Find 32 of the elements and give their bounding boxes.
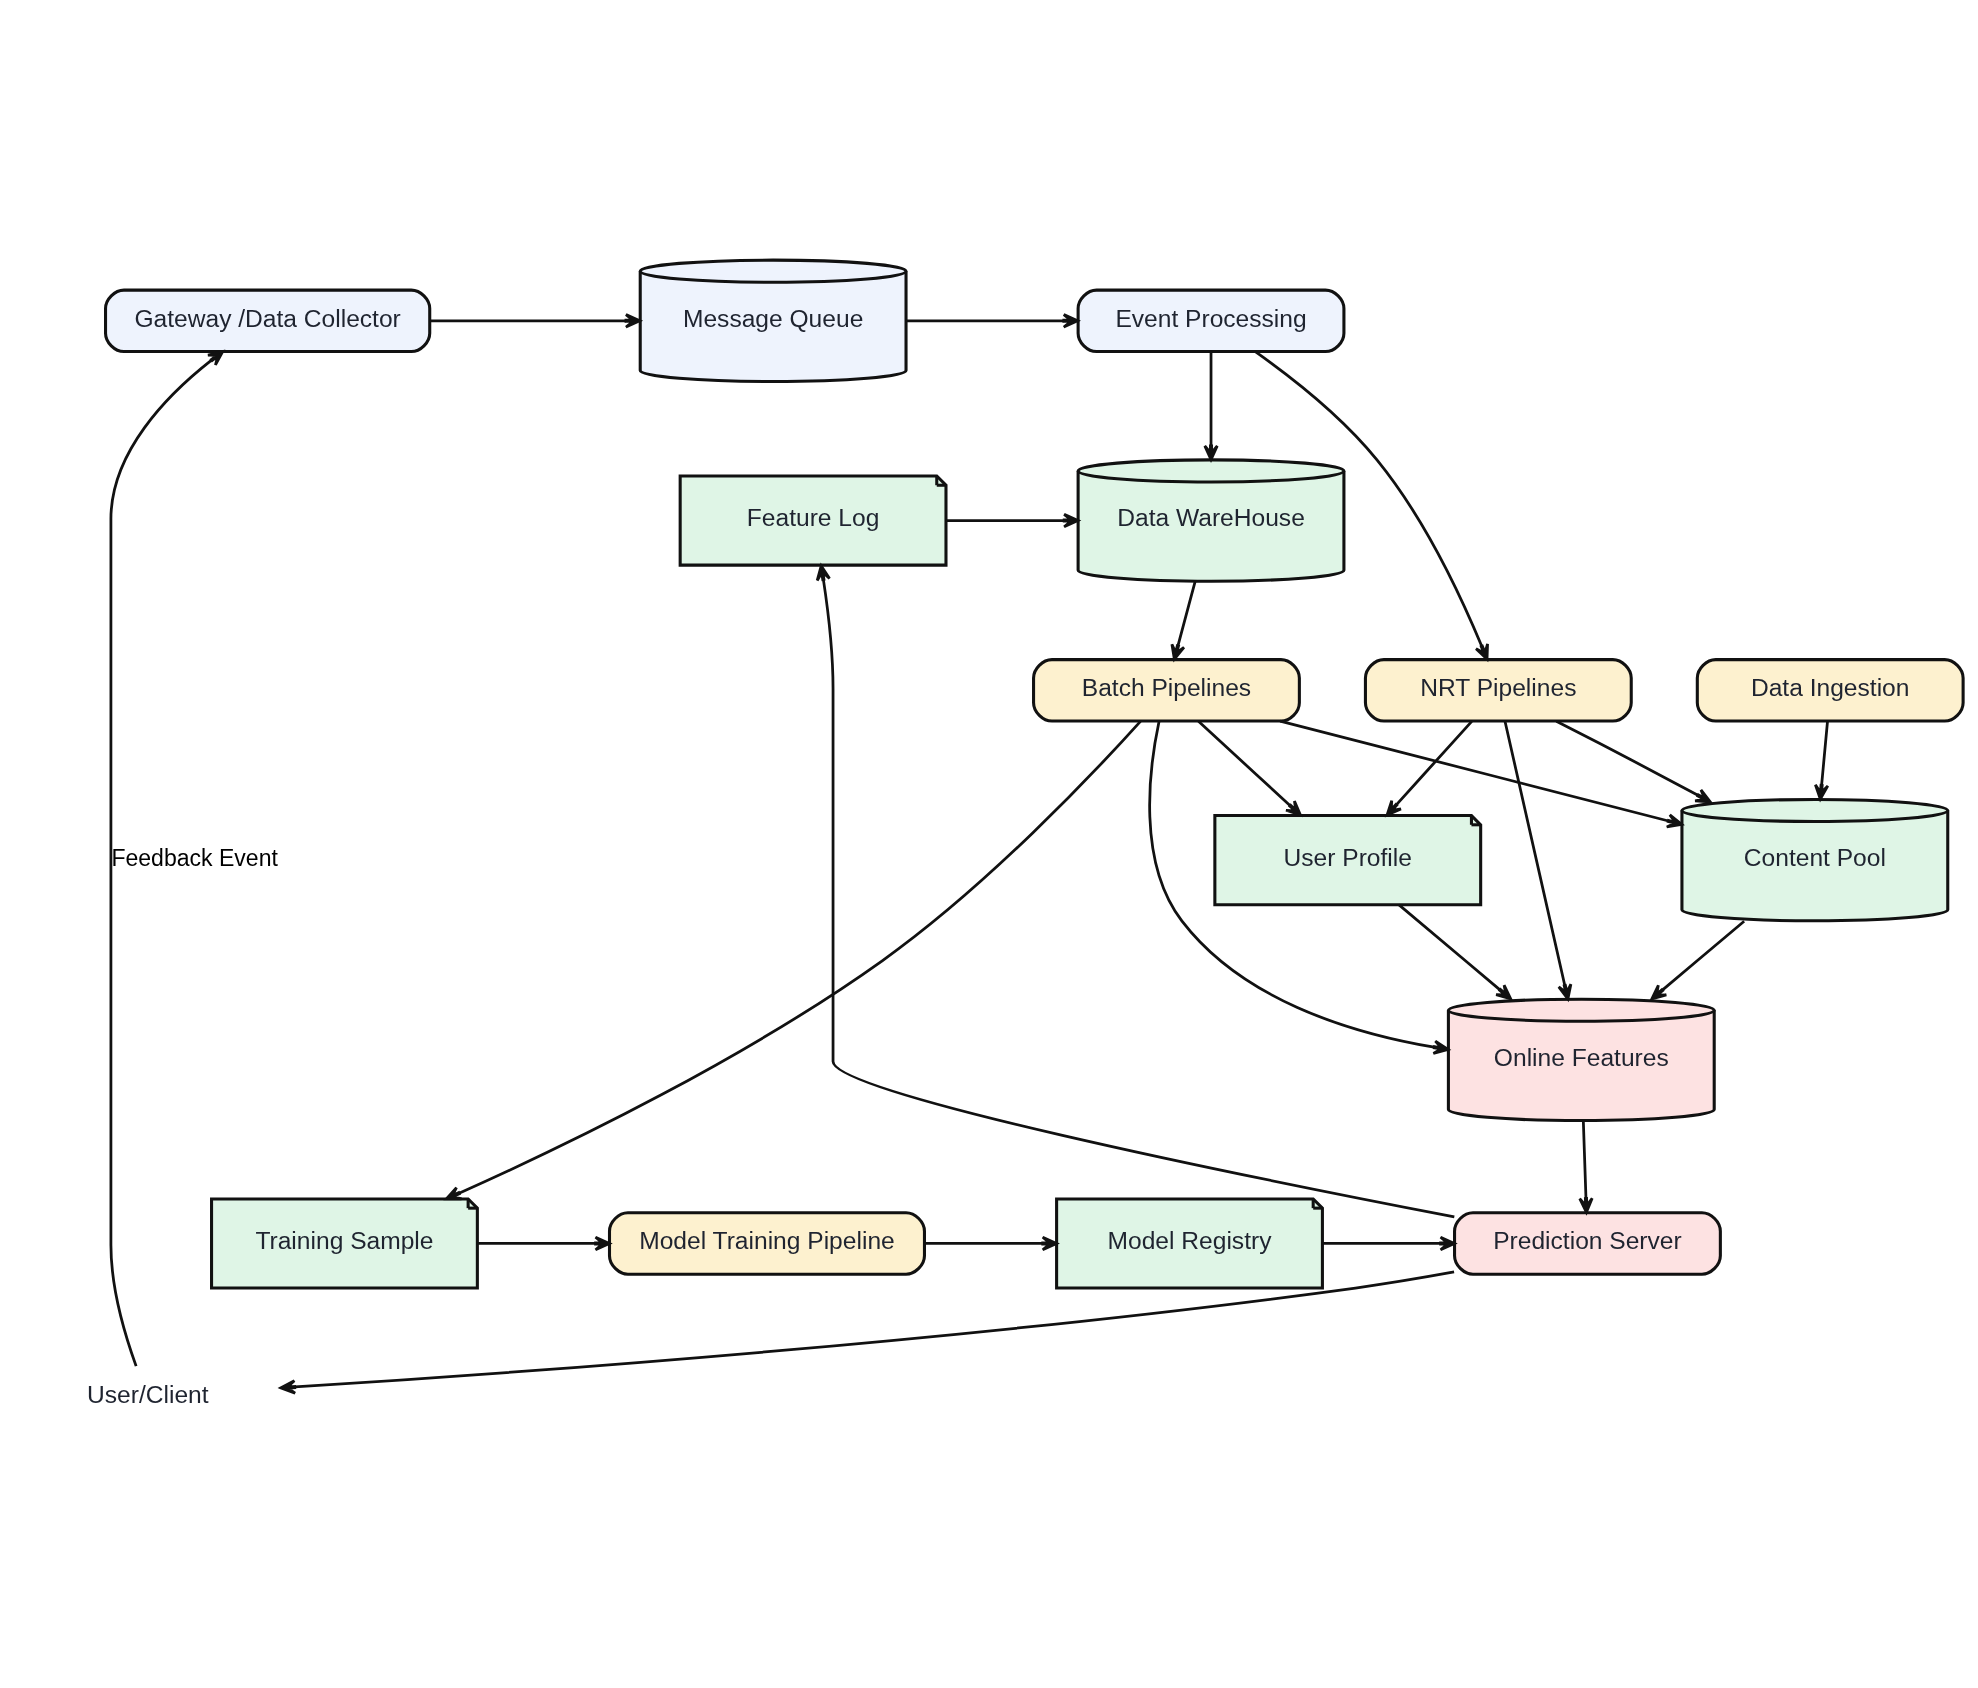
node-box: Batch Pipelines [1032, 658, 1301, 723]
arrow [946, 512, 1080, 529]
edge-label: Feedback Event [111, 844, 278, 871]
arrow [1650, 920, 1746, 1001]
arrow [279, 1270, 1455, 1395]
arrow [430, 313, 642, 329]
arrow [1148, 721, 1450, 1055]
node-box: Gateway /Data Collector [104, 288, 432, 354]
arrow [1254, 350, 1489, 661]
arrow [1170, 581, 1197, 661]
arrow [815, 564, 1455, 1219]
arrow [1279, 719, 1684, 829]
arrow [1555, 720, 1712, 804]
arrow [924, 1235, 1058, 1252]
arrow [1385, 720, 1473, 817]
node-box: Prediction Server [1453, 1211, 1722, 1276]
arrow [1814, 721, 1830, 801]
node-text: User/Client [87, 1380, 209, 1408]
arrow [109, 350, 225, 1367]
node-box: Data Ingestion [1695, 658, 1965, 723]
arrow [1197, 720, 1302, 817]
arrow [477, 1235, 611, 1252]
node-box: Event Processing [1076, 288, 1346, 354]
arrow [444, 720, 1142, 1201]
arrow [1503, 720, 1573, 1001]
arrow [1203, 351, 1219, 462]
node-box: Model Training Pipeline [607, 1211, 926, 1276]
arrow [1398, 903, 1513, 1001]
arrow [1322, 1235, 1456, 1252]
node-box: NRT Pipelines [1363, 658, 1633, 723]
arrow [906, 313, 1079, 329]
arrow [1578, 1120, 1594, 1214]
